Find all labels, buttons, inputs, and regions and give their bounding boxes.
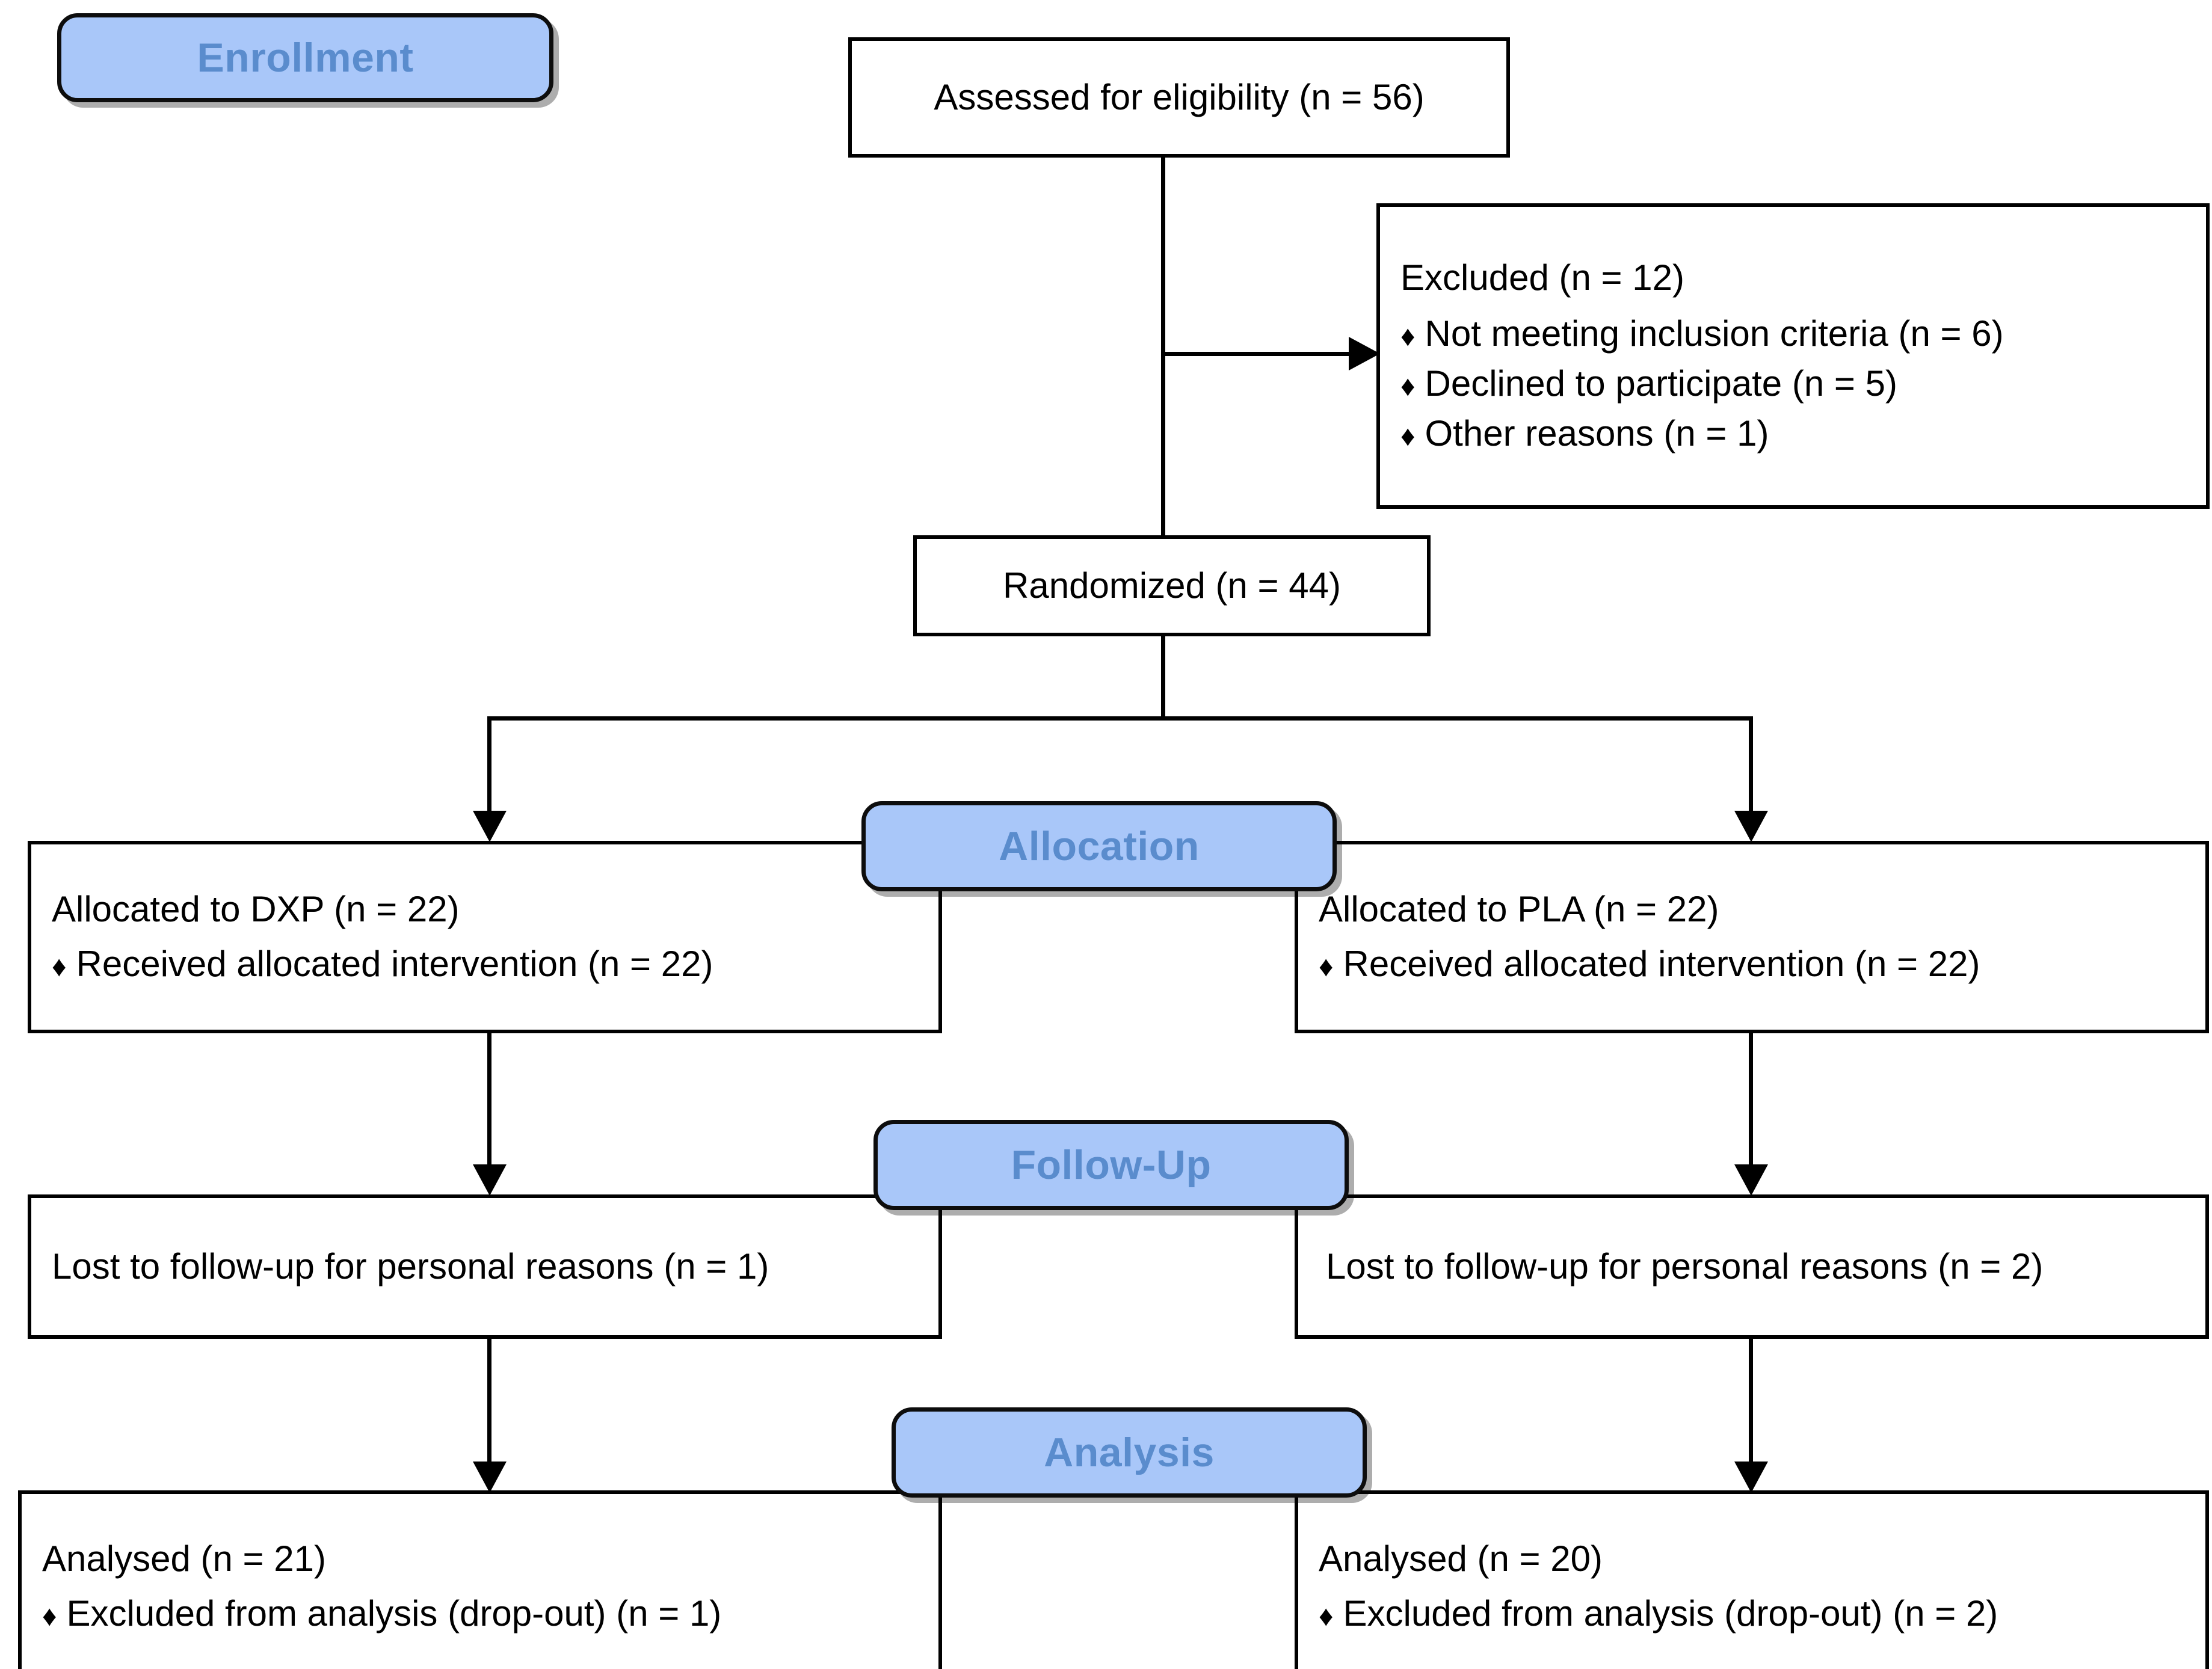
node-allocated-dxp: Allocated to DXP (n = 22) ♦ Received all… (28, 841, 942, 1033)
analysis-right-bullet-item: ♦ Excluded from analysis (drop-out) (n =… (1319, 1589, 2193, 1639)
diamond-bullet-icon: ♦ (1319, 1600, 1334, 1632)
diamond-bullet-icon: ♦ (1400, 321, 1416, 353)
analysis-left-bullet-text: Excluded from analysis (drop-out) (n = 1… (66, 1593, 722, 1634)
connector-followup-left-to-analysis (487, 1339, 491, 1477)
arrowhead-to-allocated-right (1734, 811, 1768, 842)
randomized-text: Randomized (n = 44) (1003, 565, 1341, 606)
connector-randomized-stem (1161, 636, 1165, 721)
allocated-left-bullet-item: ♦ Received allocated intervention (n = 2… (52, 939, 926, 989)
node-analysis-dxp: Analysed (n = 21) ♦ Excluded from analys… (18, 1490, 942, 1669)
node-excluded: Excluded (n = 12) ♦ Not meeting inclusio… (1376, 203, 2210, 509)
connector-to-excluded (1161, 352, 1354, 356)
stage-badge-enrollment: Enrollment (57, 13, 553, 102)
excluded-reason-text: Not meeting inclusion criteria (n = 6) (1425, 313, 2004, 354)
analysis-right-heading: Analysed (n = 20) (1319, 1538, 1603, 1579)
connector-randomized-split (487, 716, 1753, 721)
excluded-reason-text: Other reasons (n = 1) (1425, 413, 1769, 453)
allocated-left-heading: Allocated to DXP (n = 22) (52, 889, 460, 930)
arrowhead-to-analysis-left (473, 1462, 507, 1493)
allocated-right-heading: Allocated to PLA (n = 22) (1319, 889, 1719, 930)
followup-left-text: Lost to follow-up for personal reasons (… (52, 1246, 769, 1286)
diamond-bullet-icon: ♦ (1400, 420, 1416, 452)
stage-badge-follow-up-label: Follow-Up (1011, 1142, 1212, 1188)
excluded-reason-item: ♦ Declined to participate (n = 5) (1400, 359, 2194, 409)
connector-randomized-to-left-arm (487, 716, 491, 816)
excluded-reason-item: ♦ Not meeting inclusion criteria (n = 6) (1400, 309, 2194, 359)
allocated-right-bullet-item: ♦ Received allocated intervention (n = 2… (1319, 939, 2193, 989)
analysis-left-bullet-item: ♦ Excluded from analysis (drop-out) (n =… (42, 1589, 926, 1639)
node-analysis-pla: Analysed (n = 20) ♦ Excluded from analys… (1295, 1490, 2209, 1669)
connector-allocated-left-to-followup (487, 1033, 491, 1169)
arrowhead-to-excluded (1349, 337, 1380, 370)
connector-followup-right-to-analysis (1749, 1339, 1753, 1477)
stage-badge-analysis: Analysis (892, 1407, 1367, 1498)
arrowhead-to-followup-right (1734, 1164, 1768, 1196)
node-followup-dxp: Lost to follow-up for personal reasons (… (28, 1194, 942, 1339)
excluded-reason-item: ♦ Other reasons (n = 1) (1400, 409, 2194, 459)
stage-badge-follow-up: Follow-Up (873, 1120, 1349, 1210)
connector-assessed-to-randomized (1161, 158, 1165, 538)
allocated-right-bullet-text: Received allocated intervention (n = 22) (1343, 944, 1980, 984)
node-followup-pla: Lost to follow-up for personal reasons (… (1295, 1194, 2209, 1339)
node-randomized: Randomized (n = 44) (913, 535, 1431, 636)
stage-badge-allocation: Allocation (861, 801, 1337, 891)
analysis-left-heading: Analysed (n = 21) (42, 1538, 326, 1579)
diamond-bullet-icon: ♦ (1400, 370, 1416, 402)
connector-allocated-right-to-followup (1749, 1033, 1753, 1169)
arrowhead-to-analysis-right (1734, 1462, 1768, 1493)
allocated-left-bullet-text: Received allocated intervention (n = 22) (76, 944, 713, 984)
diamond-bullet-icon: ♦ (52, 951, 67, 983)
connector-randomized-to-right-arm (1749, 716, 1753, 816)
excluded-reason-text: Declined to participate (n = 5) (1425, 363, 1897, 404)
node-allocated-pla: Allocated to PLA (n = 22) ♦ Received all… (1295, 841, 2209, 1033)
node-assessed-for-eligibility: Assessed for eligibility (n = 56) (848, 37, 1510, 158)
excluded-heading: Excluded (n = 12) (1400, 257, 1684, 298)
followup-right-text: Lost to follow-up for personal reasons (… (1326, 1246, 2044, 1286)
diamond-bullet-icon: ♦ (42, 1600, 57, 1632)
diamond-bullet-icon: ♦ (1319, 951, 1334, 983)
stage-badge-allocation-label: Allocation (999, 823, 1200, 869)
assessed-text: Assessed for eligibility (n = 56) (934, 76, 1425, 117)
arrowhead-to-followup-left (473, 1164, 507, 1196)
arrowhead-to-allocated-left (473, 811, 507, 842)
stage-badge-analysis-label: Analysis (1044, 1430, 1215, 1475)
stage-badge-enrollment-label: Enrollment (197, 35, 414, 81)
analysis-right-bullet-text: Excluded from analysis (drop-out) (n = 2… (1343, 1593, 1998, 1634)
